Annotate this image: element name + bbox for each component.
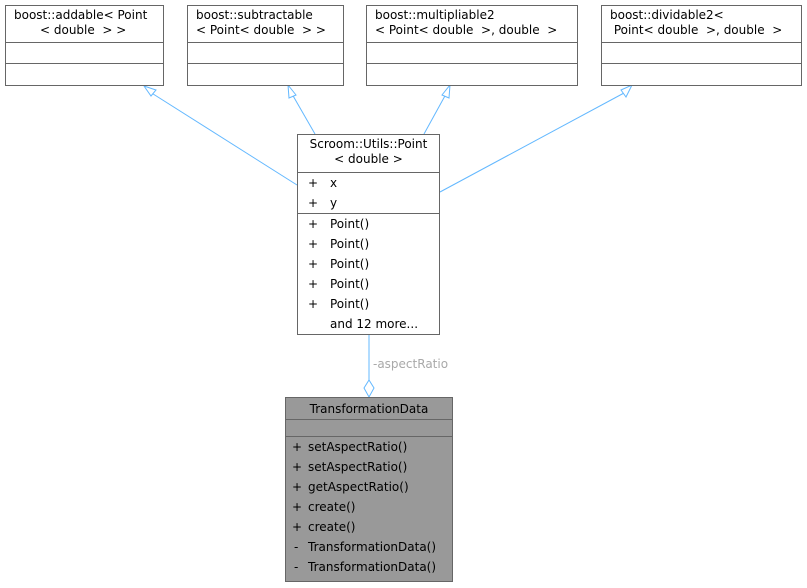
class-title-line: boost::subtractable xyxy=(196,8,313,22)
class-title-line: Scroom::Utils::Point xyxy=(309,137,428,151)
class-title-line: < double > xyxy=(334,152,403,166)
class-title: boost::addable< Point< double > > xyxy=(6,6,163,38)
class-title: boost::subtractable< Point< double > > xyxy=(188,6,343,38)
visibility-marker: + xyxy=(292,500,303,514)
method-name: setAspectRatio() xyxy=(308,440,408,454)
method-name: TransformationData() xyxy=(308,560,437,574)
method-name: Point() xyxy=(330,237,370,251)
method-row: + create() xyxy=(286,517,452,537)
visibility-marker: + xyxy=(292,440,303,454)
visibility-marker: + xyxy=(308,217,319,231)
method-row: + setAspectRatio() xyxy=(286,437,452,457)
visibility-marker: + xyxy=(308,277,319,291)
visibility-marker: + xyxy=(308,257,319,271)
method-row: + Point() xyxy=(298,274,439,294)
attribute-row: +y xyxy=(298,193,439,213)
class-title-line: < double > > xyxy=(40,23,127,37)
divider xyxy=(6,42,163,43)
divider xyxy=(286,419,452,420)
method-name: Point() xyxy=(330,297,370,311)
divider xyxy=(298,172,439,173)
divider xyxy=(602,42,801,43)
method-name: create() xyxy=(308,500,356,514)
class-title-line: < Point< double >, double > xyxy=(375,23,558,37)
visibility-marker: + xyxy=(308,176,319,190)
visibility-marker: + xyxy=(308,196,319,210)
method-name: create() xyxy=(308,520,356,534)
method-name: Point() xyxy=(330,257,370,271)
method-row: + Point() xyxy=(298,234,439,254)
inheritance-edge-dividable xyxy=(439,83,634,193)
divider xyxy=(298,213,439,214)
class-title: boost::dividable2< Point< double >, doub… xyxy=(602,6,801,38)
visibility-marker: + xyxy=(308,297,319,311)
divider xyxy=(367,42,577,43)
method-name: getAspectRatio() xyxy=(308,480,409,494)
method-row: + getAspectRatio() xyxy=(286,477,452,497)
attribute-name: y xyxy=(330,196,338,210)
class-title-line: boost::multipliable2 xyxy=(375,8,495,22)
class-title: TransformationData xyxy=(309,402,429,416)
more-members-row: and 12 more... xyxy=(298,314,439,334)
attribute-row: +x xyxy=(298,173,439,193)
method-row: -TransformationData() xyxy=(286,537,452,557)
class-title-line: boost::dividable2< xyxy=(610,8,724,22)
method-name: Point() xyxy=(330,217,370,231)
inheritance-edge-multipliable xyxy=(423,83,451,135)
divider xyxy=(286,436,452,437)
empty-attributes-section xyxy=(286,420,452,436)
class-title-line: Point< double >, double > xyxy=(610,23,783,37)
method-row: + Point() xyxy=(298,294,439,314)
class-title-line: boost::addable< Point xyxy=(14,8,148,22)
visibility-marker: + xyxy=(308,237,319,251)
visibility-marker: + xyxy=(292,520,303,534)
divider xyxy=(188,42,343,43)
method-name: TransformationData() xyxy=(308,540,437,554)
method-row: + create() xyxy=(286,497,452,517)
divider xyxy=(602,63,801,64)
divider xyxy=(367,63,577,64)
visibility-marker: + xyxy=(292,460,303,474)
class-title: boost::multipliable2< Point< double >, d… xyxy=(367,6,577,38)
attribute-name: x xyxy=(330,176,338,190)
class-box-transformationdata[interactable]: TransformationData + setAspectRatio() + se… xyxy=(285,397,453,582)
method-name: Point() xyxy=(330,277,370,291)
class-box-dividable[interactable]: boost::dividable2< Point< double >, doub… xyxy=(601,5,802,86)
visibility-marker: - xyxy=(294,540,299,554)
divider xyxy=(6,63,163,64)
visibility-marker: + xyxy=(292,480,303,494)
method-row: + setAspectRatio() xyxy=(286,457,452,477)
more-members-text: and 12 more... xyxy=(330,317,419,331)
method-name: setAspectRatio() xyxy=(308,460,408,474)
class-title: Scroom::Utils::Point< double > xyxy=(298,135,439,172)
inheritance-edge-addable xyxy=(142,85,298,186)
class-box-addable[interactable]: boost::addable< Point< double > > xyxy=(5,5,164,86)
visibility-marker: - xyxy=(294,560,299,574)
class-box-multipliable[interactable]: boost::multipliable2< Point< double >, d… xyxy=(366,5,578,86)
class-title-line: < Point< double > > xyxy=(196,23,326,37)
class-box-subtractable[interactable]: boost::subtractable< Point< double > > xyxy=(187,5,344,86)
method-row: + Point() xyxy=(298,214,439,234)
method-row: -TransformationData() xyxy=(286,557,452,577)
divider xyxy=(188,63,343,64)
inheritance-edge-subtractable xyxy=(287,83,316,135)
method-row: + Point() xyxy=(298,254,439,274)
aggregation-label: -aspectRatio xyxy=(373,357,449,371)
class-box-point[interactable]: Scroom::Utils::Point< double > +x +y +Po… xyxy=(297,134,440,335)
